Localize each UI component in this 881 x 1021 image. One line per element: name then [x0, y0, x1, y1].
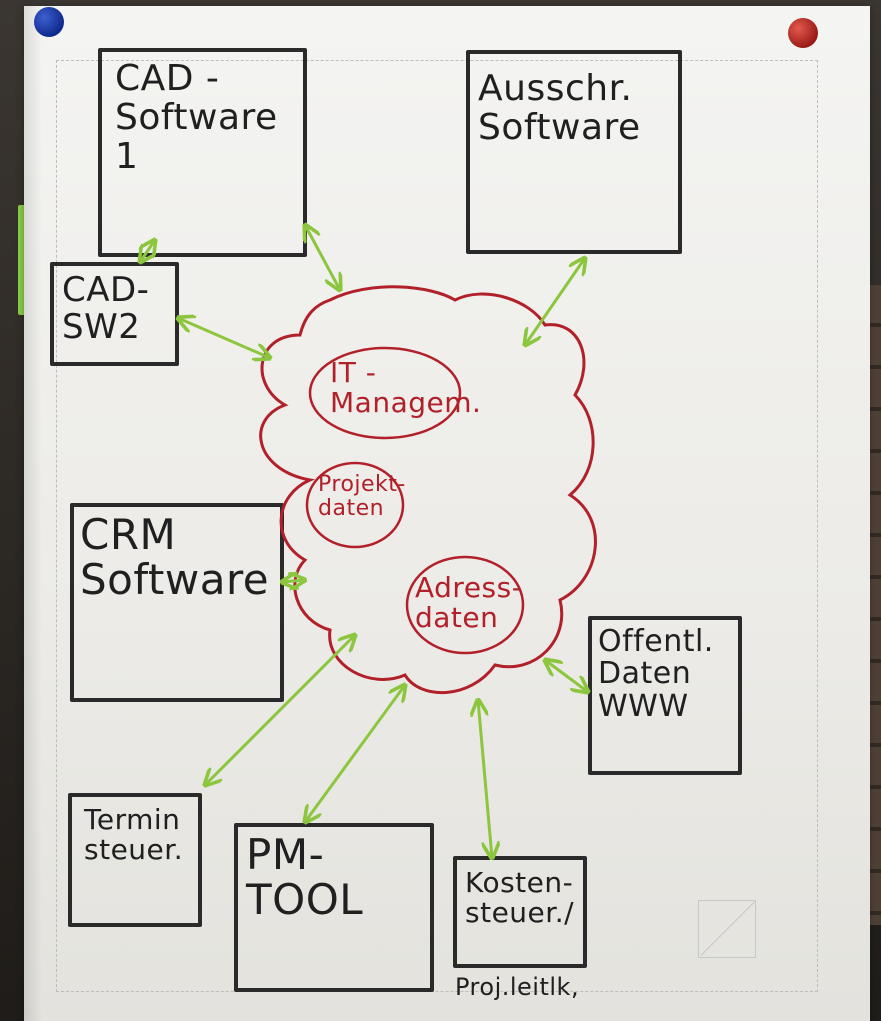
label-kosten-steuer: Kosten- steuer./ — [465, 866, 575, 930]
label-projektleitung: Proj.leitlk, — [455, 973, 580, 1001]
ellipse-projektdaten — [305, 461, 405, 549]
box-offentl-daten — [588, 616, 742, 775]
arrow-cad2-cad1 — [140, 240, 155, 262]
box-cad-software-1 — [98, 48, 307, 257]
label-cad-sw2: CAD- SW2 — [62, 270, 150, 347]
arrow-cad1-cloud — [305, 225, 340, 290]
box-crm-software — [70, 503, 284, 702]
ellipse-it-management — [308, 346, 462, 440]
blue-pin-icon — [34, 7, 64, 37]
corner-mark — [698, 900, 756, 958]
label-it-management: IT - Managem. — [330, 356, 482, 420]
arrow-cloud-pm — [305, 685, 405, 822]
arrow-aus-cloud — [525, 258, 585, 345]
paper-dashed-border — [56, 60, 818, 992]
label-pm-tool: PM- TOOL — [246, 830, 364, 925]
label-termin-steuer: Termin steuer. — [84, 803, 184, 867]
arrow-cloud-termin — [205, 635, 355, 785]
label-offentl-daten: Offentl. Daten WWW — [598, 624, 714, 724]
label-cad-software-1: CAD - Software 1 — [115, 58, 278, 177]
label-projektdaten: Projekt- daten — [318, 472, 406, 521]
box-ausschr-software — [466, 50, 682, 254]
label-crm-software: CRM Software — [80, 510, 270, 605]
paper-edge-shadow — [24, 6, 42, 1021]
box-termin-steuer — [68, 793, 202, 927]
label-adressdaten: Adress- daten — [415, 571, 523, 635]
box-kosten-steuer — [453, 856, 587, 968]
flipchart-paper — [24, 6, 870, 1021]
arrow-cloud-kosten — [478, 700, 492, 858]
arrow-cad2-cloud — [178, 318, 270, 358]
arrow-cloud-offen — [545, 660, 588, 692]
red-pin-icon — [788, 18, 818, 48]
box-cad-sw2 — [50, 262, 179, 366]
arrow-crm-cloud — [282, 580, 305, 582]
label-ausschr-software: Ausschr. Software — [478, 68, 641, 148]
ellipse-adressdaten — [405, 555, 525, 655]
